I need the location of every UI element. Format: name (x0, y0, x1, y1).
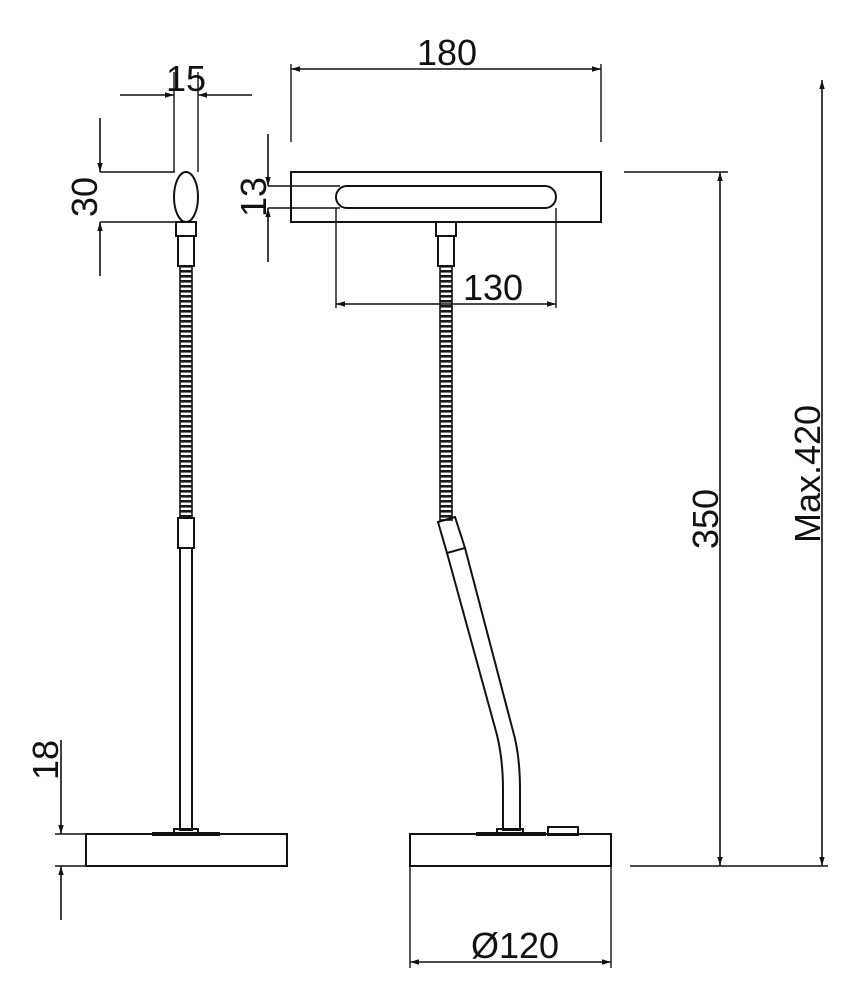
side-view (85, 171, 288, 867)
front-light-strip (335, 185, 557, 209)
side-collar (177, 517, 195, 549)
dimension-labels: 15 30 180 13 130 350 Max.420 18 Ø120 (25, 32, 828, 966)
side-gooseneck (179, 265, 193, 519)
dimension-lines (55, 64, 828, 968)
front-stem (446, 547, 521, 831)
dim-head-thickness: 15 (166, 58, 206, 99)
dim-head-depth: 13 (233, 177, 274, 217)
side-stem (179, 547, 193, 831)
dim-head-width: 180 (417, 32, 477, 73)
dim-base-height: 18 (25, 740, 66, 780)
front-connector (435, 221, 457, 237)
front-head (290, 171, 602, 223)
dim-light-length: 130 (463, 267, 523, 308)
front-base (409, 833, 612, 867)
side-base (85, 833, 288, 867)
front-connector-lower (437, 235, 455, 267)
side-head (173, 171, 199, 223)
dim-head-height: 30 (64, 177, 105, 217)
front-collar (436, 515, 467, 555)
side-connector (175, 221, 197, 237)
side-connector-lower (177, 235, 195, 267)
dim-max-height: Max.420 (787, 405, 828, 543)
dim-lamp-height: 350 (685, 489, 726, 549)
dim-base-diameter: Ø120 (471, 925, 559, 966)
front-view (290, 171, 612, 867)
